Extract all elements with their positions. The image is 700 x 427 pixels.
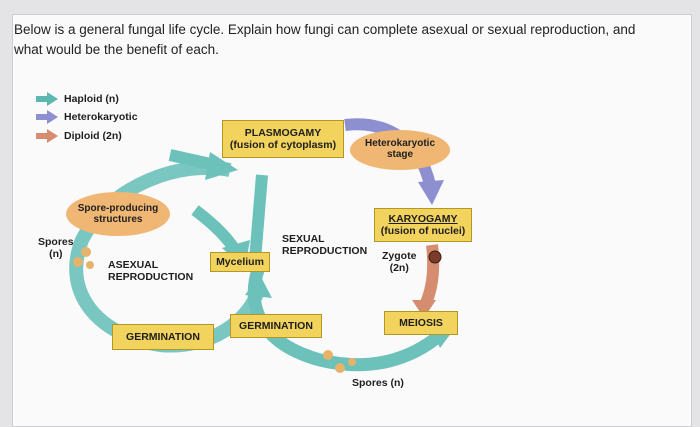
question-text: Below is a general fungal life cycle. Ex… xyxy=(14,22,636,57)
asexual-line1: ASEXUAL xyxy=(108,259,159,271)
legend-arrow-haploid-icon xyxy=(36,92,58,106)
karyogamy-box: KARYOGAMY (fusion of nuclei) xyxy=(374,208,472,242)
legend-arrow-diploid-icon xyxy=(36,129,58,143)
spores-left-line2: (n) xyxy=(49,248,63,260)
zygote-label: Zygote (2n) xyxy=(382,250,416,274)
plasmogamy-subtitle: (fusion of cytoplasm) xyxy=(229,139,337,151)
spores-left-label: Spores (n) xyxy=(38,236,74,260)
asexual-reproduction-label: ASEXUAL REPRODUCTION xyxy=(108,259,193,283)
heterokaryotic-stage-oval: Heterokaryotic stage xyxy=(350,130,450,170)
sexual-reproduction-label: SEXUAL REPRODUCTION xyxy=(282,233,367,257)
legend-haploid: Haploid (n) xyxy=(64,93,119,105)
spore-dot xyxy=(81,247,91,257)
zygote-line2: (2n) xyxy=(389,262,409,274)
germination-left-box: GERMINATION xyxy=(112,324,214,350)
arrow-mycelium-to-plasmogamy xyxy=(249,174,268,261)
spores-bottom-label: Spores (n) xyxy=(352,377,404,389)
zygote-line1: Zygote xyxy=(382,250,417,262)
meiosis-box: MEIOSIS xyxy=(384,311,458,335)
mycelium-box: Mycelium xyxy=(210,252,270,272)
legend-diploid: Diploid (2n) xyxy=(64,130,122,142)
legend-arrow-heterokaryotic-icon xyxy=(36,110,58,124)
karyogamy-title: KARYOGAMY xyxy=(388,213,458,225)
spore-structures-line2: structures xyxy=(93,214,143,225)
plasmogamy-box: PLASMOGAMY (fusion of cytoplasm) xyxy=(222,120,344,158)
spore-dot xyxy=(73,257,83,267)
heterokaryotic-stage-line2: stage xyxy=(386,149,414,160)
plasmogamy-title: PLASMOGAMY xyxy=(244,127,322,139)
sexual-line1: SEXUAL xyxy=(282,233,325,245)
spore-structures-oval: Spore-producing structures xyxy=(66,192,170,236)
legend-heterokaryotic: Heterokaryotic xyxy=(64,111,138,123)
karyogamy-subtitle: (fusion of nuclei) xyxy=(380,225,466,237)
spore-dot xyxy=(335,363,345,373)
spores-left-line1: Spores xyxy=(38,236,74,248)
germination-middle-box: GERMINATION xyxy=(230,314,322,338)
asexual-line2: REPRODUCTION xyxy=(108,271,194,283)
spore-structures-line1: Spore-producing xyxy=(77,203,159,214)
spore-dot xyxy=(86,261,94,269)
zygote-dot xyxy=(428,250,442,264)
sexual-line2: REPRODUCTION xyxy=(282,245,368,257)
spore-dot xyxy=(348,358,356,366)
spore-dot xyxy=(323,350,333,360)
arrow-to-plasmogamy xyxy=(168,149,238,180)
heterokaryotic-stage-line1: Heterokaryotic xyxy=(364,138,436,149)
